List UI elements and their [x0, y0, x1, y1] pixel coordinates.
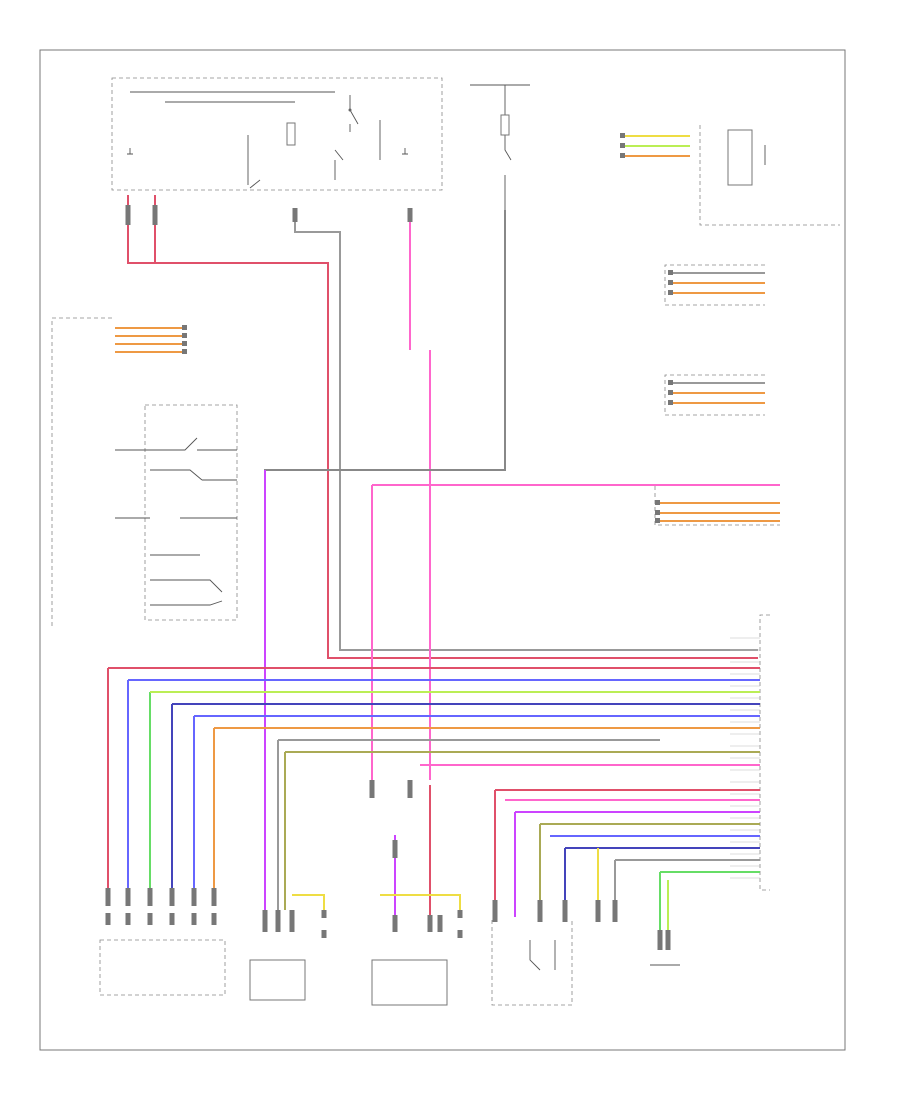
clutch-position-sensor-pin-3	[437, 915, 443, 932]
transmission-control-outline	[664, 264, 765, 306]
steering-column-control	[51, 317, 238, 628]
wire-gray-feed	[294, 210, 758, 651]
ecm-bottom-outline	[759, 614, 770, 891]
accelerator-pedal-lower-pin-3	[147, 913, 153, 925]
ecm-pin-stubs	[730, 637, 760, 879]
fuse-box-top-right-fuse	[504, 85, 512, 210]
fuse-symbol-right	[402, 148, 408, 155]
brake-light-switch-pin-3	[289, 910, 295, 932]
accelerator-pedal-pin-6	[211, 888, 217, 906]
accelerator-pedal-lower-pin-4	[169, 913, 175, 925]
wire-pink-feed	[409, 210, 431, 780]
brake-light-switch	[249, 959, 306, 1001]
brake-pressure-sensor-pin-1	[657, 930, 663, 950]
throttle-valve-switch	[529, 940, 556, 971]
clutch-inline-pin-1	[369, 780, 375, 798]
diagram-border	[39, 49, 846, 1051]
throttle-valve-pin-4	[595, 900, 601, 922]
power-steering-connector	[664, 374, 765, 416]
relay-contact-2	[334, 149, 344, 180]
fuse-symbol-left	[127, 148, 133, 155]
wire-throttle-3	[514, 811, 760, 917]
wire-harness-1	[107, 667, 760, 888]
instrument-cluster-outline	[699, 125, 840, 226]
wire-harness-8	[284, 751, 760, 910]
steering-column-outline	[51, 317, 112, 628]
clutch-position-sensor-pin-1	[392, 915, 398, 932]
wire-brake-sensor-2	[614, 859, 760, 910]
wire-throttle-1	[494, 789, 760, 900]
throttle-valve-pin-5	[612, 900, 618, 922]
steering-switch-2	[150, 469, 237, 481]
throttle-valve	[491, 920, 573, 1006]
wire-harness-2	[127, 679, 760, 888]
wire-group	[107, 195, 780, 932]
accelerator-pedal-lower-pin-2	[125, 913, 131, 925]
clutch-position-sensor-pin-2	[427, 915, 433, 932]
fuse-box-outputs-pin-1	[125, 205, 131, 225]
brake-light-switch-aux-pin-1	[321, 910, 327, 918]
wire-harness-4	[171, 703, 760, 888]
clutch-position-sensor	[371, 959, 448, 1006]
ecm-upper-connector	[654, 484, 780, 526]
accelerator-pedal-lower-pin-6	[211, 913, 217, 925]
wire-brake-switch-1	[292, 894, 325, 910]
fuse-box-top-right-fuse-body	[500, 114, 510, 136]
wire-harness-5	[193, 715, 760, 888]
transmission-control-connector	[664, 264, 765, 306]
power-steering-outline	[664, 374, 765, 416]
ecm-upper-outline	[654, 484, 780, 526]
fuse-box-outputs-mid-pin-1	[292, 208, 298, 222]
fuse-box-outputs-pin-2	[152, 205, 158, 225]
fuse-box-top-right	[470, 84, 530, 210]
clutch-inline-pin-2	[407, 780, 413, 798]
throttle-valve-pin-2	[537, 900, 543, 922]
clutch-position-sensor-box	[371, 959, 448, 1006]
wire-throttle-4	[539, 823, 760, 910]
wire-throttle-6	[564, 847, 760, 910]
fuse-box-top	[111, 77, 443, 191]
steering-switch-4	[150, 554, 223, 606]
wire-gray-top-right	[264, 210, 506, 910]
relay-contact-1	[348, 95, 359, 132]
brake-light-switch-aux2-pin-1	[321, 930, 327, 938]
instrument-cluster	[620, 125, 840, 226]
clutch-sensor-aux2-pin-1	[457, 930, 463, 938]
throttle-valve-pin-3	[562, 900, 568, 922]
brake-light-switch-pin-2	[275, 910, 281, 932]
accelerator-pedal-pin-3	[147, 888, 153, 906]
fuse-symbol-center	[286, 122, 296, 146]
throttle-valve-pin-1	[492, 900, 498, 922]
steering-column-switch-block	[144, 404, 238, 621]
wire-harness-6	[213, 727, 760, 888]
brake-light-switch-box	[249, 959, 306, 1001]
instrument-cluster-module	[727, 129, 753, 186]
wire-clutch-3	[380, 894, 461, 910]
accelerator-pedal-pin-5	[191, 888, 197, 906]
accelerator-pedal-pin-2	[125, 888, 131, 906]
accelerator-pedal	[99, 939, 226, 996]
instrument-cluster-connector	[620, 133, 690, 158]
wire-brake-sensor-3	[659, 871, 760, 932]
fuse-box-outputs-mid-pin-2	[407, 208, 413, 222]
wire-red-main	[127, 195, 758, 659]
connector-pin-groups	[105, 205, 671, 950]
clutch-inline-lower-pin-1	[392, 840, 398, 858]
accelerator-pedal-lower-pin-1	[105, 913, 111, 925]
fuse-box-switch	[249, 179, 261, 189]
brake-pressure-sensor-pin-2	[665, 930, 671, 950]
ecm-bottom-block	[759, 614, 770, 891]
accelerator-pedal-box	[99, 939, 226, 996]
steering-column-connector	[115, 325, 187, 354]
steering-switch-1	[115, 437, 237, 451]
throttle-valve-box	[491, 920, 573, 1006]
fuse-box-top-outline	[111, 77, 443, 191]
accelerator-pedal-lower-pin-5	[191, 913, 197, 925]
brake-light-switch-pin-1	[262, 910, 268, 932]
accelerator-pedal-pin-1	[105, 888, 111, 906]
clutch-sensor-aux-pin-1	[457, 910, 463, 918]
accelerator-pedal-pin-4	[169, 888, 175, 906]
